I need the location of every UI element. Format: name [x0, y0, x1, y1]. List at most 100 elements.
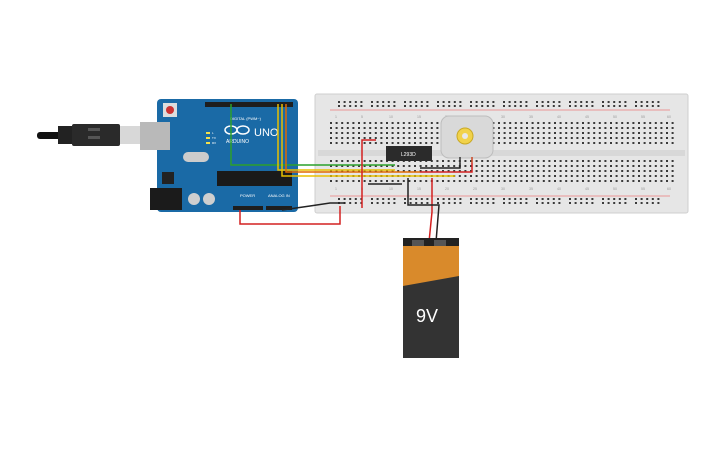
breadboard-hole: [660, 180, 663, 182]
breadboard-hole: [492, 105, 495, 107]
power-header-label: POWER: [240, 193, 255, 198]
breadboard-hole: [458, 180, 461, 182]
breadboard-hole: [393, 202, 396, 204]
breadboard-hole: [453, 165, 456, 167]
bb-num-bot-4: 20: [445, 187, 449, 191]
breadboard-hole: [397, 132, 400, 134]
wire-red-motor[interactable]: [420, 163, 473, 173]
breadboard-hole: [525, 105, 528, 107]
breadboard-hole: [602, 202, 604, 204]
ic-chip-icon[interactable]: L293D: [386, 146, 432, 161]
breadboard-hole: [626, 142, 629, 144]
breadboard-hole: [343, 105, 346, 107]
wire-red-battery[interactable]: [428, 178, 433, 243]
breadboard-hole: [380, 170, 383, 172]
breadboard-hole: [615, 132, 618, 134]
wire-orange[interactable]: [285, 104, 420, 173]
wire-yellow-1[interactable]: [277, 104, 395, 171]
breadboard-hole: [419, 170, 422, 172]
breadboard-hole: [654, 142, 657, 144]
wire-black-motor[interactable]: [420, 163, 461, 169]
dc-motor-icon[interactable]: [440, 115, 494, 163]
breadboard-hole: [585, 198, 588, 200]
breadboard-hole: [651, 198, 654, 200]
breadboard-hole: [475, 170, 478, 172]
breadboard-hole: [610, 142, 612, 144]
breadboard-hole: [414, 137, 416, 139]
breadboard-hole: [632, 122, 635, 124]
breadboard-hole: [615, 160, 618, 162]
breadboard-hole: [541, 198, 544, 200]
breadboard-hole: [520, 160, 523, 162]
breadboard-hole: [437, 202, 439, 204]
wire-yellow-2[interactable]: [281, 104, 455, 177]
breadboard-hole: [576, 170, 579, 172]
breadboard-hole: [415, 105, 418, 107]
breadboard-hole: [626, 165, 629, 167]
breadboard-hole: [458, 170, 461, 172]
reset-button[interactable]: [163, 103, 177, 117]
capacitor-1: [188, 193, 200, 205]
breadboard-hole: [624, 101, 627, 103]
breadboard-hole: [671, 142, 674, 144]
breadboard-hole: [615, 175, 618, 177]
voltage-regulator: [162, 172, 174, 184]
breadboard-hole: [338, 198, 340, 200]
arduino-uno-board[interactable]: DIGITAL (PWM~) ARDUINO UNO L TX RX POWER…: [140, 99, 298, 212]
breadboard-hole: [666, 170, 668, 172]
breadboard-hole: [369, 132, 372, 134]
breadboard-hole: [604, 122, 607, 124]
breadboard-hole: [536, 202, 538, 204]
breadboard-hole: [380, 132, 383, 134]
breadboard-hole: [386, 127, 388, 129]
breadboard-hole: [492, 101, 495, 103]
wire-red-vcc[interactable]: [361, 139, 376, 208]
breadboard-hole: [591, 198, 594, 200]
breadboard-hole: [371, 202, 373, 204]
breadboard-hole: [492, 175, 495, 177]
breadboard-hole: [531, 132, 534, 134]
breadboard-hole: [419, 165, 422, 167]
breadboard-hole: [643, 180, 646, 182]
breadboard-hole: [335, 160, 338, 162]
breadboard-hole: [352, 180, 355, 182]
breadboard-hole: [486, 198, 489, 200]
breadboard-hole: [404, 202, 406, 204]
wire-black-battery[interactable]: [407, 178, 440, 243]
breadboard-hole: [352, 160, 355, 162]
breadboard-hole: [481, 165, 484, 167]
breadboard-hole: [554, 170, 556, 172]
breadboard-hole: [382, 198, 385, 200]
breadboard-hole: [498, 122, 500, 124]
breadboard-hole: [514, 202, 517, 204]
breadboard-hole: [531, 142, 534, 144]
breadboard-hole: [602, 105, 604, 107]
breadboard-hole: [640, 105, 643, 107]
breadboard-hole: [453, 170, 456, 172]
breadboard-hole: [415, 101, 418, 103]
wire-green[interactable]: [230, 104, 395, 166]
breadboard-hole: [671, 170, 674, 172]
breadboard-hole: [632, 165, 635, 167]
breadboard-hole: [593, 132, 596, 134]
breadboard-hole: [363, 137, 366, 139]
breadboard-hole: [618, 101, 621, 103]
bb-num-top-8: 40: [557, 115, 561, 119]
breadboard-hole: [570, 170, 573, 172]
battery-9v-icon[interactable]: 9V: [403, 238, 459, 358]
wire-black-gnd[interactable]: [281, 202, 345, 211]
breadboard[interactable]: 1 5 10 15 20 25 30 35 40 45 50 55 60 1 5…: [314, 93, 689, 214]
breadboard-hole: [621, 175, 624, 177]
wire-red-5v[interactable]: [239, 206, 341, 225]
breadboard-hole: [542, 137, 545, 139]
breadboard-hole: [453, 101, 456, 103]
ic-label: L293D: [401, 152, 416, 158]
breadboard-hole: [448, 101, 451, 103]
breadboard-hole: [610, 122, 612, 124]
breadboard-hole: [380, 160, 383, 162]
breadboard-hole: [514, 198, 517, 200]
breadboard-hole: [436, 122, 439, 124]
breadboard-hole: [371, 105, 373, 107]
breadboard-hole: [402, 165, 405, 167]
breadboard-hole: [470, 198, 472, 200]
